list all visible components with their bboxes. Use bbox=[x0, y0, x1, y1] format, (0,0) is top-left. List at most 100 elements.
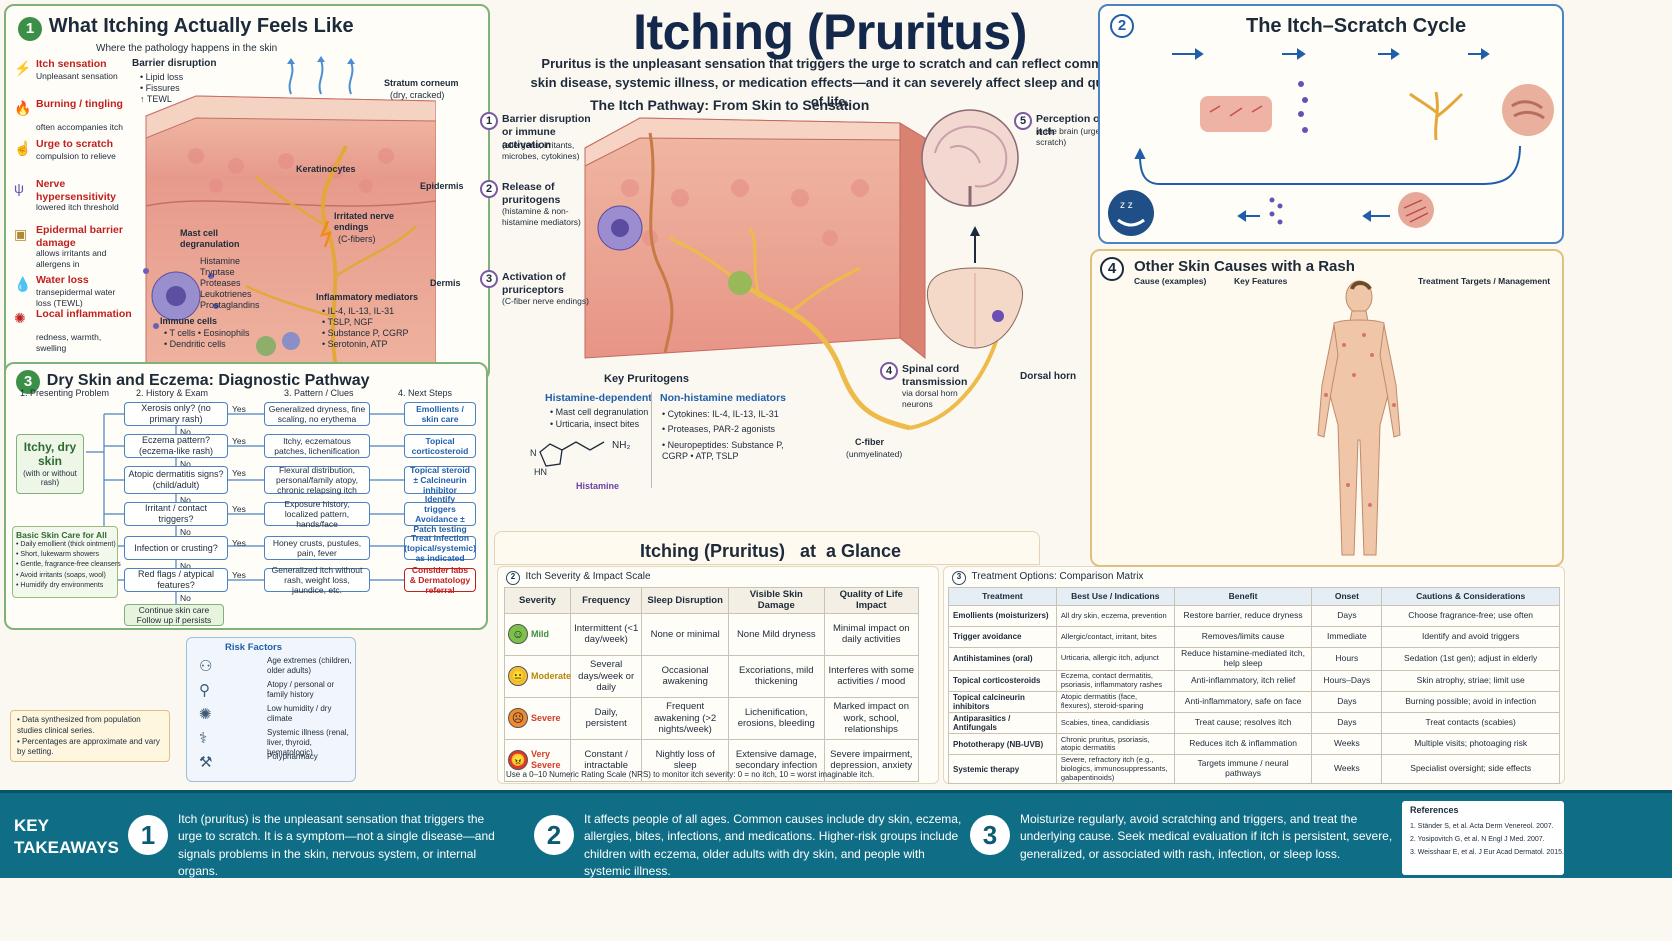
treatment-cell: Urticaria, allergic itch, adjunct bbox=[1055, 647, 1175, 671]
references-list: 1. Ständer S, et al. Acta Derm Venereol.… bbox=[1410, 820, 1564, 860]
mast-item: Tryptase bbox=[200, 267, 235, 277]
severity-level: Severe bbox=[531, 712, 561, 723]
risk-item: Systemic illness (renal, liver, thyroid,… bbox=[267, 728, 349, 757]
treatment-cell: Targets immune / neural pathways bbox=[1173, 754, 1313, 785]
risk-item: Atopy / personal or family history bbox=[267, 680, 335, 699]
human-body-illustration bbox=[1317, 280, 1401, 556]
diag-start-sub: (with or without rash) bbox=[23, 468, 77, 488]
note-line: • Data synthesized from population studi… bbox=[17, 715, 141, 735]
panel-number: 3 bbox=[952, 571, 966, 585]
treatment-header: Treatment bbox=[948, 587, 1057, 606]
table-row: Emollients (moisturizers)All dry skin, e… bbox=[948, 605, 1560, 627]
diag-pattern-box: Generalized dryness, fine scaling, no er… bbox=[264, 402, 370, 426]
severity-level: Moderate bbox=[531, 670, 572, 681]
panel-other-causes: 4 Other Skin Causes with a Rash Cause (e… bbox=[1090, 249, 1564, 567]
barrier-item: • Fissures bbox=[140, 83, 180, 93]
panel-subtitle: Where the pathology happens in the skin bbox=[96, 43, 278, 54]
pathway-step-desc: in the brain (urge to scratch) bbox=[1036, 126, 1110, 147]
feel-desc: allows irritants and allergens in bbox=[36, 248, 107, 269]
severity-skin-cell: Extensive damage, secondary infection bbox=[728, 738, 825, 782]
treatment-header: Onset bbox=[1311, 587, 1383, 606]
severity-sleep-cell: None or minimal bbox=[641, 612, 730, 656]
treatment-cell: Sedation (1st gen); adjust in elderly bbox=[1381, 647, 1560, 671]
takeaway-number: 2 bbox=[534, 815, 574, 855]
treatment-title: Treatment Options: Comparison Matrix bbox=[971, 571, 1144, 582]
severity-freq-cell: Daily, persistent bbox=[569, 696, 643, 740]
page-title: Itching (Pruritus) bbox=[633, 4, 1027, 60]
diag-next-step-box: Treat infection (topical/systemic) as in… bbox=[404, 532, 476, 564]
nonhist-item: • Cytokines: IL-4, IL-13, IL-31 bbox=[662, 409, 779, 419]
nonhist-item: • Neuropeptides: Substance P, CGRP • ATP… bbox=[662, 440, 784, 462]
diag-no-label: No bbox=[180, 495, 191, 505]
feel-desc: lowered itch threshold bbox=[36, 202, 119, 212]
feel-icon: 🔥 bbox=[14, 100, 32, 116]
severity-sleep-cell: Nightly loss of sleep bbox=[641, 738, 730, 782]
diag-yes-label: Yes bbox=[232, 570, 246, 580]
treatment-panel: 3 Treatment Options: Comparison Matrix T… bbox=[943, 566, 1565, 785]
diag-question-box: Atopic dermatitis signs? (child/adult) bbox=[124, 466, 228, 494]
feel-name: Nerve hypersensitivity bbox=[36, 178, 116, 204]
glance-title: Itching (Pruritus) at a Glance bbox=[640, 541, 902, 561]
treatment-cell: Antihistamines (oral) bbox=[948, 647, 1057, 671]
treatment-cell: Immediate bbox=[1311, 626, 1383, 648]
severity-qol-cell: Minimal impact on daily activities bbox=[823, 612, 920, 656]
treatment-cell: Hours–Days bbox=[1311, 669, 1383, 692]
panel-diagnostic-pathway: 3 Dry Skin and Eczema: Diagnostic Pathwa… bbox=[4, 362, 488, 630]
diag-start-label: Itchy, dry skin bbox=[23, 440, 77, 469]
note-line: • Percentages are approximate and vary b… bbox=[17, 736, 160, 757]
itch-pathway-illustration bbox=[584, 109, 1024, 431]
damaged-skin-icon bbox=[1200, 96, 1272, 132]
diag-next-step-box: Topical steroid ± Calcineurin inhibitor bbox=[404, 465, 476, 495]
col-header-treatment: Treatment Targets / Management bbox=[1418, 276, 1551, 286]
severity-qol-cell: Interferes with some activities / mood bbox=[823, 654, 920, 698]
treatment-cell: Trigger avoidance bbox=[948, 626, 1057, 648]
panel-title: Dry Skin and Eczema: Diagnostic Pathway bbox=[46, 371, 370, 389]
treatment-cell: Hours bbox=[1311, 647, 1383, 671]
diag-question-box: Red flags / atypical features? bbox=[124, 568, 228, 592]
pathway-step-title: Perception of itch bbox=[1036, 113, 1104, 139]
mast-item: Proteases bbox=[200, 278, 241, 288]
reference-item: 2. Yosipovitch G, et al. N Engl J Med. 2… bbox=[1410, 836, 1545, 844]
feel-name: Epidermal barrier damage bbox=[36, 224, 123, 250]
panel-itch-scratch-cycle: 2 The Itch–Scratch Cycle 1TriggerDry ski… bbox=[1098, 4, 1564, 244]
pruritogen-divider bbox=[651, 392, 652, 488]
treatment-cell: Chronic pruritus, psoriasis, atopic derm… bbox=[1055, 733, 1175, 756]
severity-header: Sleep Disruption bbox=[641, 587, 730, 614]
panel-number: 4 bbox=[1100, 257, 1124, 281]
reference-item: 3. Weisshaar E, et al. J Eur Acad Dermat… bbox=[1410, 849, 1564, 857]
treatment-cell: Days bbox=[1311, 690, 1383, 713]
severity-header: Frequency bbox=[569, 587, 643, 614]
inflammatory-item: • Substance P, CGRP bbox=[322, 328, 409, 338]
pathway-step-number: 4 bbox=[880, 362, 898, 380]
diag-question-box: Xerosis only? (no primary rash) bbox=[124, 402, 228, 426]
severity-face-icon: ☹ bbox=[508, 708, 528, 729]
diag-next-step-box: Consider labs & Dermatology referral bbox=[404, 565, 476, 595]
nerve-sub: (C-fibers) bbox=[338, 234, 376, 244]
treatment-cell: Allergic/contact, irritant, bites bbox=[1055, 626, 1175, 648]
feel-icon: ☝ bbox=[14, 140, 32, 156]
barrier-title: Barrier disruption bbox=[132, 58, 217, 69]
takeaway-text: It affects people of all ages. Common ca… bbox=[584, 812, 962, 879]
dermis-label: Dermis bbox=[430, 278, 461, 288]
severity-cell: ☹Severe bbox=[504, 696, 571, 740]
panel-title: The Itch–Scratch Cycle bbox=[1246, 15, 1467, 37]
inflammatory-item: • TSLP, NGF bbox=[322, 317, 373, 327]
severity-face-icon: ☺ bbox=[508, 624, 528, 645]
dorsal-horn-label: Dorsal horn bbox=[1020, 371, 1077, 382]
takeaway-text: Moisturize regularly, avoid scratching a… bbox=[1020, 812, 1393, 861]
treatment-cell: Reduces itch & inflammation bbox=[1173, 733, 1313, 756]
diag-pattern-box: Generalized itch without rash, weight lo… bbox=[264, 565, 370, 595]
hist-item: • Urticaria, insect bites bbox=[550, 419, 640, 429]
treatment-cell: Burning possible; avoid in infection bbox=[1381, 690, 1560, 713]
feel-icon: ψ bbox=[14, 180, 24, 196]
diag-next-step-box: Identify triggers Avoidance ± Patch test… bbox=[404, 494, 476, 534]
risk-icon: ⚒ bbox=[199, 754, 213, 771]
treatment-cell: Eczema, contact dermatitis, psoriasis, i… bbox=[1055, 669, 1175, 692]
mast-item: Prostaglandins bbox=[200, 300, 260, 310]
pathway-step-desc: via dorsal horn neurons bbox=[902, 388, 958, 409]
